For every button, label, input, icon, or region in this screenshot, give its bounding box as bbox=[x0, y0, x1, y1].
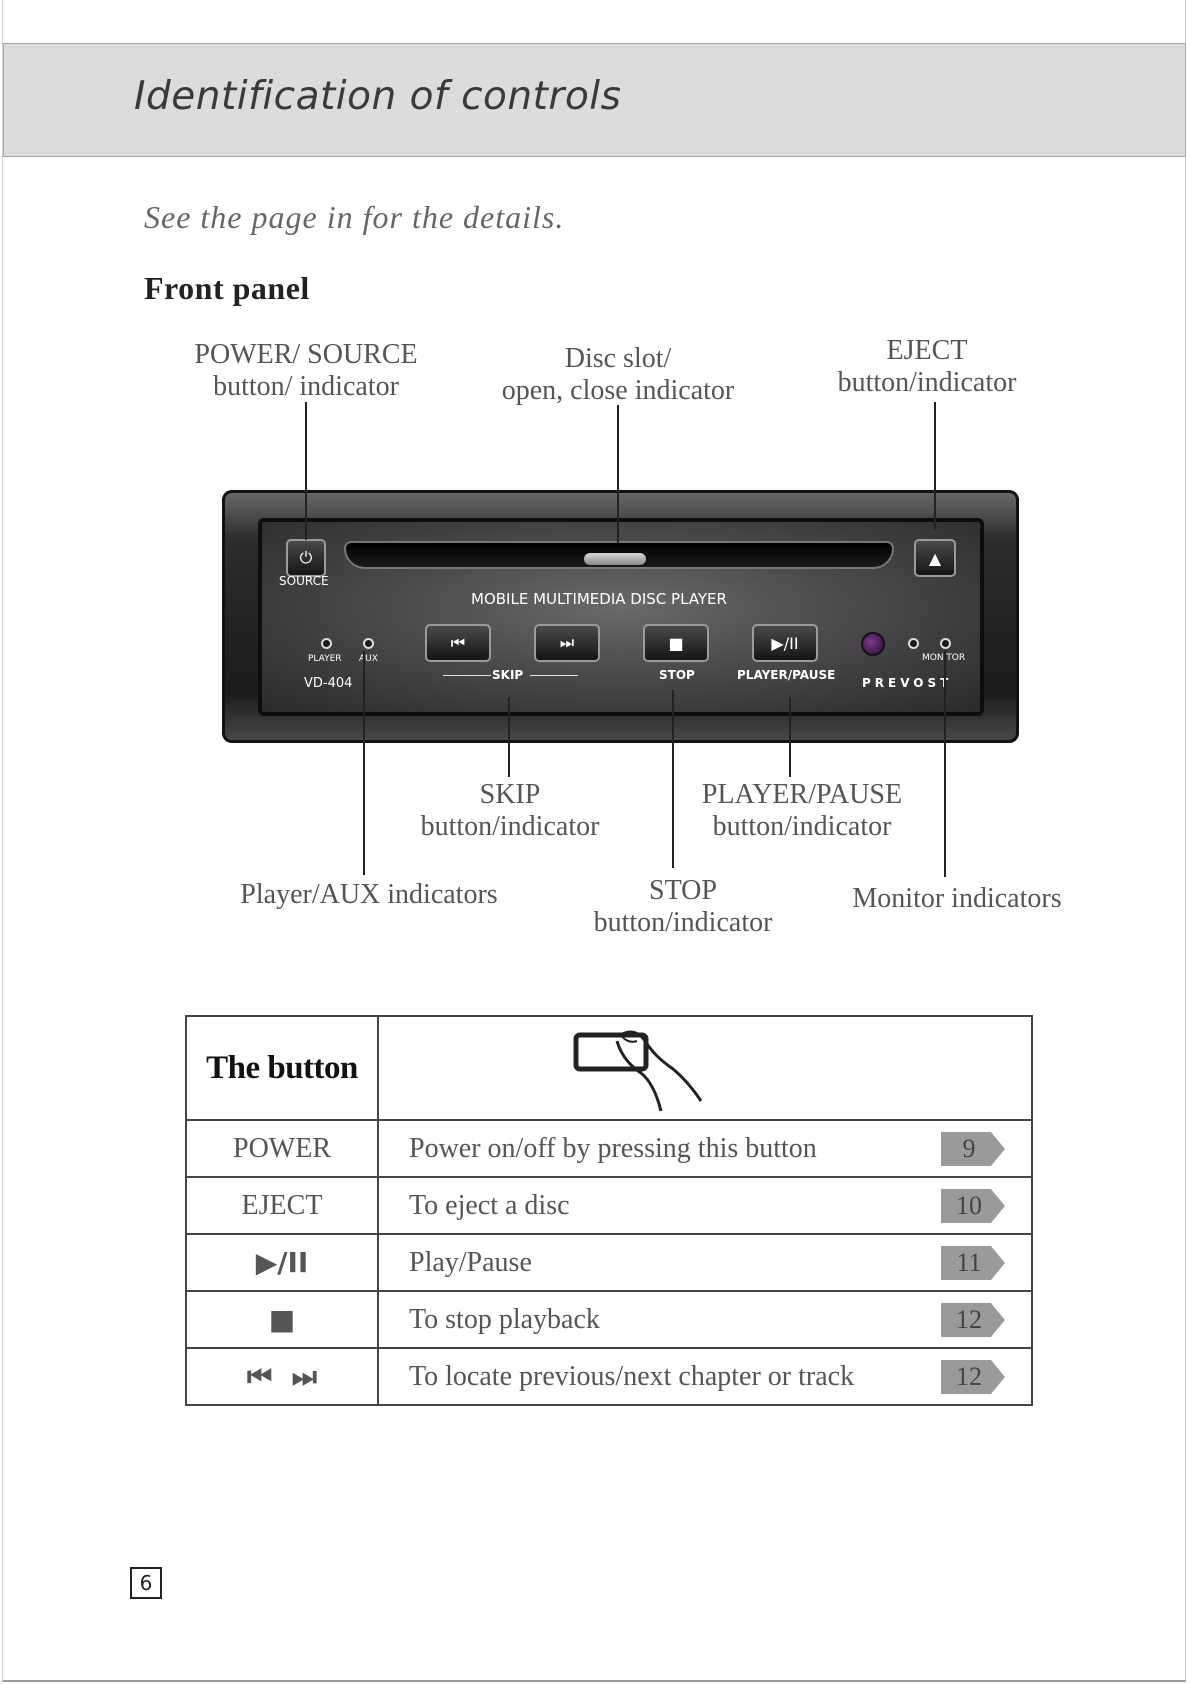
brand-logo: PREVOST bbox=[862, 676, 953, 690]
device-title: MOBILE MULTIMEDIA DISC PLAYER bbox=[471, 590, 727, 608]
description-text: To eject a disc bbox=[409, 1189, 570, 1221]
source-label: SOURCE bbox=[279, 574, 329, 588]
table-row: EJECT To eject a disc 10 bbox=[185, 1176, 1033, 1235]
leader-disc-slot bbox=[617, 405, 619, 543]
stop-label: STOP bbox=[659, 668, 695, 682]
section-title: Front panel bbox=[144, 270, 310, 306]
description-cell: Power on/off by pressing this button 9 bbox=[377, 1119, 1033, 1178]
power-source-button[interactable]: ⏻ bbox=[286, 539, 326, 577]
page-title: Identification of controls bbox=[134, 74, 622, 119]
play-pause-button[interactable]: ▶/II bbox=[752, 624, 818, 662]
monitor-label: MONITOR bbox=[922, 653, 965, 663]
model-number: VD-404 bbox=[304, 676, 353, 691]
callout-player-aux: Player/AUX indicators bbox=[240, 879, 498, 910]
leader-power bbox=[305, 402, 307, 540]
leader-player-aux bbox=[363, 651, 365, 875]
table-header-row: The button bbox=[185, 1015, 1033, 1121]
page-number: 6 bbox=[130, 1567, 162, 1599]
skip-symbol-cell: ⏮ ⏭ bbox=[185, 1347, 379, 1406]
callout-disc-slot: Disc slot/ open, close indicator bbox=[501, 343, 735, 406]
header-band bbox=[3, 43, 1186, 157]
description-text: To locate previous/next chapter or track bbox=[409, 1360, 855, 1392]
callout-monitor: Monitor indicators bbox=[852, 883, 1062, 914]
eject-icon: ▲ bbox=[928, 548, 942, 568]
player-label: PLAYER bbox=[308, 654, 342, 664]
table-row: ■ To stop playback 12 bbox=[185, 1290, 1033, 1349]
callout-power-source: POWER/ SOURCE button/ indicator bbox=[194, 339, 418, 402]
description-text: Power on/off by pressing this button bbox=[409, 1132, 817, 1164]
player-indicator-led bbox=[321, 638, 332, 649]
skip-label: SKIP bbox=[492, 668, 524, 682]
skip-divider-left bbox=[443, 675, 491, 676]
page-reference-tag: 12 bbox=[941, 1303, 1005, 1337]
table-header-icon-cell bbox=[377, 1015, 1033, 1121]
callout-eject: EJECT button/indicator bbox=[837, 335, 1017, 398]
callout-skip: SKIP button/indicator bbox=[420, 779, 600, 842]
table-row: ▶/II Play/Pause 11 bbox=[185, 1233, 1033, 1292]
leader-player-pause bbox=[789, 697, 791, 777]
power-icon: ⏻ bbox=[299, 548, 313, 567]
monitor-sensor bbox=[861, 632, 885, 656]
monitor-indicator-led-1 bbox=[908, 638, 919, 649]
leader-monitor bbox=[944, 651, 946, 877]
description-text: To stop playback bbox=[409, 1303, 600, 1335]
monitor-indicator-led-2 bbox=[940, 638, 951, 649]
intro-text: See the page in for the details. bbox=[144, 199, 565, 235]
play-pause-symbol-cell: ▶/II bbox=[185, 1233, 379, 1292]
eject-button[interactable]: ▲ bbox=[914, 539, 956, 577]
play-pause-icon: ▶/II bbox=[771, 633, 799, 653]
description-cell: Play/Pause 11 bbox=[377, 1233, 1033, 1292]
button-name-cell: EJECT bbox=[185, 1176, 379, 1235]
page-reference-tag: 9 bbox=[941, 1132, 1005, 1166]
stop-button[interactable]: ■ bbox=[643, 624, 709, 662]
callout-stop: STOP button/indicator bbox=[593, 875, 773, 938]
description-text: Play/Pause bbox=[409, 1246, 532, 1278]
skip-next-button[interactable]: ⏭ bbox=[534, 624, 600, 662]
description-cell: To stop playback 12 bbox=[377, 1290, 1033, 1349]
table-header-cell: The button bbox=[185, 1015, 379, 1121]
table-header-label: The button bbox=[206, 1049, 358, 1086]
skip-previous-icon: ⏮ bbox=[450, 633, 466, 652]
callout-player-pause: PLAYER/PAUSE button/indicator bbox=[701, 779, 903, 842]
description-cell: To locate previous/next chapter or track… bbox=[377, 1347, 1033, 1406]
description-cell: To eject a disc 10 bbox=[377, 1176, 1033, 1235]
button-name-cell: POWER bbox=[185, 1119, 379, 1178]
skip-divider-right bbox=[530, 675, 578, 676]
finger-pressing-button-icon bbox=[573, 1030, 703, 1112]
skip-previous-button[interactable]: ⏮ bbox=[425, 624, 491, 662]
page-reference-tag: 10 bbox=[941, 1189, 1005, 1223]
page-reference-tag: 11 bbox=[941, 1246, 1005, 1280]
controls-table: The button POWER Power on/off by pressin… bbox=[185, 1015, 1033, 1406]
aux-label: AUX bbox=[359, 654, 378, 664]
leader-eject bbox=[934, 402, 936, 530]
table-row: ⏮ ⏭ To locate previous/next chapter or t… bbox=[185, 1347, 1033, 1406]
disc-slot-indicator bbox=[584, 553, 646, 565]
page-reference-tag: 12 bbox=[941, 1360, 1005, 1394]
table-row: POWER Power on/off by pressing this butt… bbox=[185, 1119, 1033, 1178]
leader-skip bbox=[508, 697, 510, 777]
stop-symbol-cell: ■ bbox=[185, 1290, 379, 1349]
stop-icon: ■ bbox=[668, 633, 684, 653]
leader-stop bbox=[672, 690, 674, 868]
aux-indicator-led bbox=[363, 638, 374, 649]
player-pause-label: PLAYER/PAUSE bbox=[737, 668, 836, 682]
skip-next-icon: ⏭ bbox=[559, 633, 575, 652]
